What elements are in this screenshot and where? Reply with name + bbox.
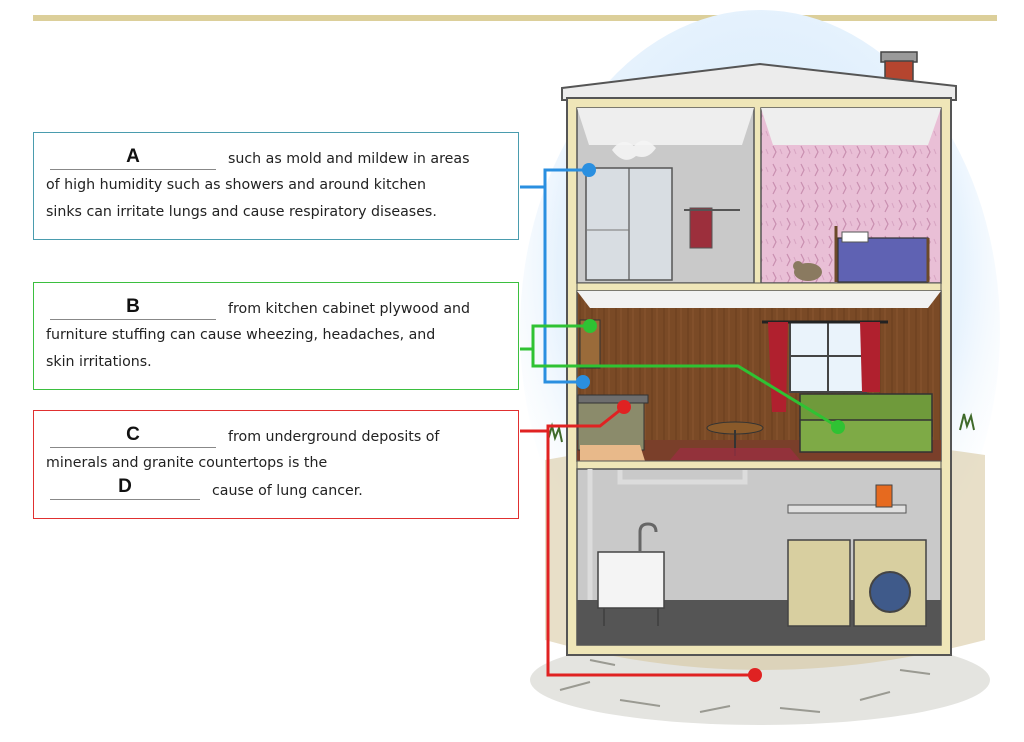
connector-b-dot-cabinet (583, 319, 597, 333)
bathroom (577, 108, 754, 283)
connector-c-dot-ground (748, 668, 762, 682)
connector-a-dot-shower (582, 163, 596, 177)
bed (838, 238, 928, 282)
towel (690, 208, 712, 248)
connector-a-dot-sink (576, 375, 590, 389)
basement (577, 469, 941, 645)
dryer (788, 540, 850, 626)
kitchen-tile (580, 445, 645, 461)
rug (670, 448, 800, 460)
laundry-sink (598, 552, 664, 608)
bedroom (761, 108, 941, 283)
living-room (577, 291, 941, 461)
curtain-right (860, 322, 880, 392)
connector-b-dot-sofa (831, 420, 845, 434)
connector-c-dot-counter (617, 400, 631, 414)
detergent-bottle (876, 485, 892, 507)
